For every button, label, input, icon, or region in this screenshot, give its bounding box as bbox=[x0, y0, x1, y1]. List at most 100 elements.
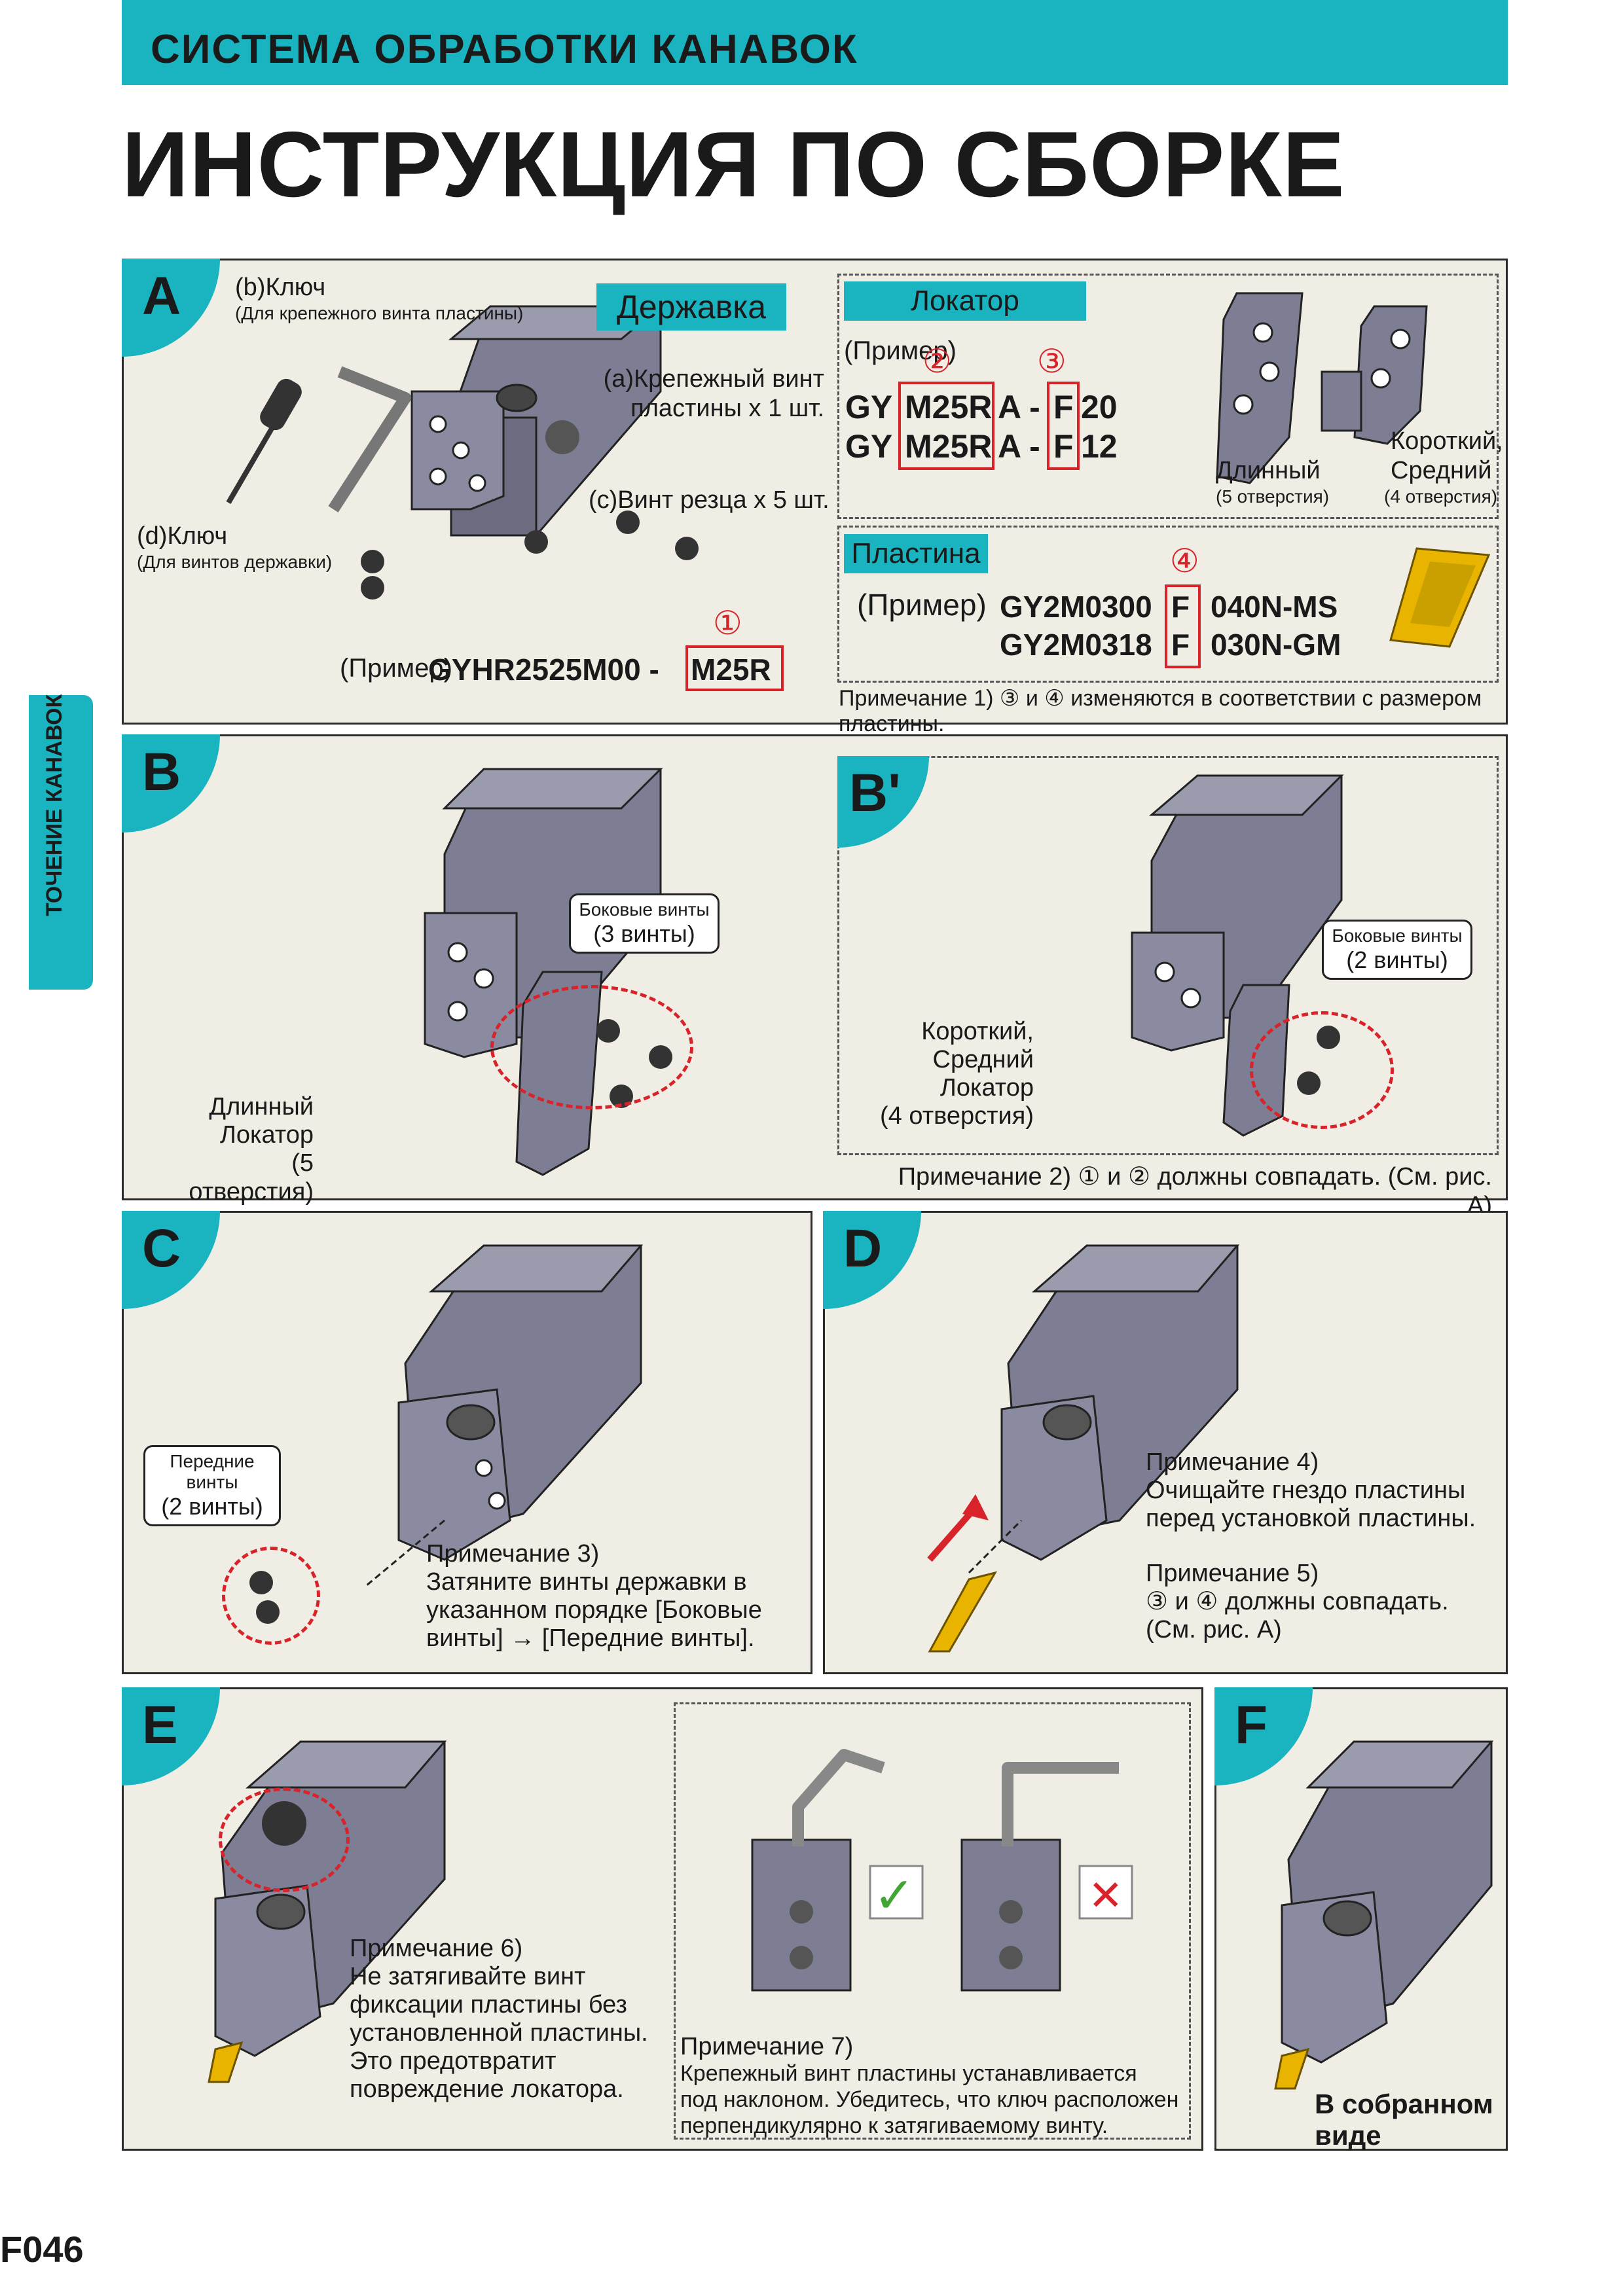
note-6-title: Примечание 6) bbox=[350, 1935, 523, 1962]
ref-num-2: ② bbox=[922, 343, 952, 380]
insert-example: (Пример) bbox=[857, 588, 987, 622]
note-4-line1: Очищайте гнездо пластины bbox=[1146, 1477, 1466, 1504]
screw-a-line1: (a)Крепежный винт bbox=[603, 365, 824, 393]
locator-illustration bbox=[1216, 292, 1428, 484]
note-6-line1: Не затягивайте винт bbox=[350, 1963, 586, 1990]
insert-code-1-c: 040N-MS bbox=[1211, 590, 1338, 624]
note-3-line1: Затяните винты державки в bbox=[426, 1568, 747, 1596]
insert-illustration bbox=[1389, 547, 1491, 648]
holder-example-box: M25R bbox=[691, 653, 771, 687]
panel-d-letter: D bbox=[843, 1219, 883, 1278]
note-5-line2: (См. рис. A) bbox=[1146, 1616, 1282, 1643]
key-b-label: (b)Ключ bbox=[235, 274, 326, 301]
side-screws-highlight-b bbox=[490, 985, 693, 1109]
key-b-sub: (Для крепежного винта пластины) bbox=[235, 303, 524, 323]
locator-highlight-3 bbox=[1047, 382, 1080, 470]
panel-b-letter: B bbox=[142, 742, 181, 802]
short-locator-4: (4 отверстия) bbox=[880, 1102, 1034, 1130]
ref-num-4: ④ bbox=[1170, 543, 1199, 579]
panel-c-letter: C bbox=[142, 1219, 181, 1278]
side-screws-count-b: (3 винты) bbox=[593, 920, 695, 948]
note-6-line3: установленной пластины. bbox=[350, 2019, 648, 2047]
correct-check-icon: ✓ bbox=[873, 1868, 915, 1924]
insert-screw-highlight bbox=[219, 1787, 350, 1892]
locator-section bbox=[837, 274, 1499, 519]
insert-code-2-a: GY2M0318 bbox=[1000, 628, 1152, 662]
note-7-line2: под наклоном. Убедитесь, что ключ распол… bbox=[680, 2087, 1179, 2112]
locator-code-1-a: GY bbox=[845, 389, 893, 425]
locator-code-2-e: 12 bbox=[1081, 428, 1118, 465]
wrench-angle-illustration bbox=[751, 1749, 1133, 1992]
screw-a-line2: пластины x 1 шт. bbox=[630, 395, 824, 422]
holder-label: Державка bbox=[596, 283, 786, 331]
note-2: Примечание 2) ① и ② должны совпадать. (С… bbox=[898, 1163, 1492, 1219]
insert-code-1-b: F bbox=[1171, 590, 1190, 624]
wrench-angle-section bbox=[674, 1702, 1191, 2140]
locator-code-2-a: GY bbox=[845, 428, 893, 465]
long-locator-3: (5 отверстия) bbox=[189, 1149, 314, 1206]
key-d-label: (d)Ключ bbox=[137, 522, 228, 550]
assembled-tool-illustration bbox=[1274, 1740, 1494, 2090]
ref-num-3: ③ bbox=[1037, 343, 1067, 380]
holder-code-highlight bbox=[685, 645, 784, 691]
note-7-title: Примечание 7) bbox=[680, 2033, 854, 2060]
note-3-title: Примечание 3) bbox=[426, 1540, 600, 1568]
note-4-line2: перед установкой пластины. bbox=[1146, 1505, 1476, 1532]
note-7-line1: Крепежный винт пластины устанавливается bbox=[680, 2061, 1137, 2086]
front-screws-label: Передние винты bbox=[170, 1451, 255, 1493]
assembly-b-illustration bbox=[424, 768, 672, 1176]
locator-code-2-d: F bbox=[1053, 428, 1074, 465]
side-screws-callout-b-prime: Боковые винты (2 винты) bbox=[1322, 920, 1472, 980]
note-5-title: Примечание 5) bbox=[1146, 1560, 1319, 1587]
locator-code-1-e: 20 bbox=[1081, 389, 1118, 425]
page-title: ИНСТРУКЦИЯ ПО СБОРКЕ bbox=[122, 113, 1345, 217]
panel-e-letter: E bbox=[142, 1695, 178, 1755]
locator-long-sub: (5 отверстия) bbox=[1216, 486, 1330, 507]
front-screws-count: (2 винты) bbox=[161, 1493, 263, 1520]
panel-f-letter: F bbox=[1235, 1695, 1268, 1755]
short-locator-2: Средний bbox=[932, 1046, 1034, 1073]
long-locator-1: Длинный bbox=[209, 1093, 314, 1121]
locator-highlight-2 bbox=[898, 382, 994, 470]
key-d-sub: (Для винтов державки) bbox=[137, 552, 333, 572]
panel-a: A (b)Ключ (Для крепежного винта пластины… bbox=[122, 259, 1508, 736]
panel-c: C Передние винты (2 винты) Примечание 3)… bbox=[122, 1211, 812, 1674]
locator-code-1-d: F bbox=[1053, 389, 1074, 425]
long-locator-2: Локатор bbox=[219, 1121, 314, 1149]
side-screws-callout-b: Боковые винты (3 винты) bbox=[569, 893, 720, 954]
panel-d: D Примечание 4) Очищайте гнездо пластины… bbox=[823, 1211, 1508, 1674]
locator-code-2-c: A - bbox=[998, 428, 1040, 465]
panel-b-prime-letter: B' bbox=[849, 763, 901, 823]
locator-short-sub: (4 отверстия) bbox=[1384, 486, 1498, 507]
side-screws-highlight-b-prime bbox=[1250, 1011, 1394, 1129]
locator-code-1-c: A - bbox=[998, 389, 1040, 425]
short-locator-3: Локатор bbox=[939, 1074, 1034, 1102]
assembled-label: В собранном виде bbox=[1315, 2089, 1493, 2151]
insert-label: Пластина bbox=[844, 534, 988, 573]
panel-a-letter: A bbox=[142, 266, 181, 326]
side-screws-label-b: Боковые винты bbox=[579, 899, 710, 920]
note-6-line2: фиксации пластины без bbox=[350, 1991, 627, 2018]
note-1: Примечание 1) ③ и ④ изменяются в соответ… bbox=[839, 686, 1482, 737]
assembly-d-illustration bbox=[927, 1244, 1240, 1653]
locator-label: Локатор bbox=[844, 281, 1086, 321]
header-bar bbox=[122, 0, 1508, 85]
insert-code-1-a: GY2M0300 bbox=[1000, 590, 1152, 624]
locator-code-2-b: M25R bbox=[905, 428, 993, 465]
front-screws-illustration bbox=[249, 1571, 280, 1624]
locator-example: (Пример) bbox=[844, 336, 957, 365]
insert-section bbox=[837, 526, 1499, 683]
note-3-line2: указанном порядке [Боковые bbox=[426, 1596, 762, 1624]
note-6-line5: повреждение локатора. bbox=[350, 2075, 624, 2103]
panel-b-prime bbox=[837, 756, 1499, 1155]
section-title: СИСТЕМА ОБРАБОТКИ КАНАВОК bbox=[151, 27, 858, 72]
panel-e: E Примечание 6) Не затягивайте винт фикс… bbox=[122, 1687, 1203, 2151]
note-7-line3: перпендикулярно к затягиваемому винту. bbox=[680, 2113, 1108, 2138]
note-6-line4: Это предотвратит bbox=[350, 2047, 556, 2075]
insert-code-2-c: 030N-GM bbox=[1211, 628, 1341, 662]
front-screws-callout: Передние винты (2 винты) bbox=[143, 1445, 281, 1526]
front-screws-highlight bbox=[222, 1547, 320, 1645]
page-number: F046 bbox=[0, 2229, 84, 2270]
locator-long-label: Длинный bbox=[1216, 457, 1321, 484]
panel-f: F В собранном виде bbox=[1214, 1687, 1508, 2151]
